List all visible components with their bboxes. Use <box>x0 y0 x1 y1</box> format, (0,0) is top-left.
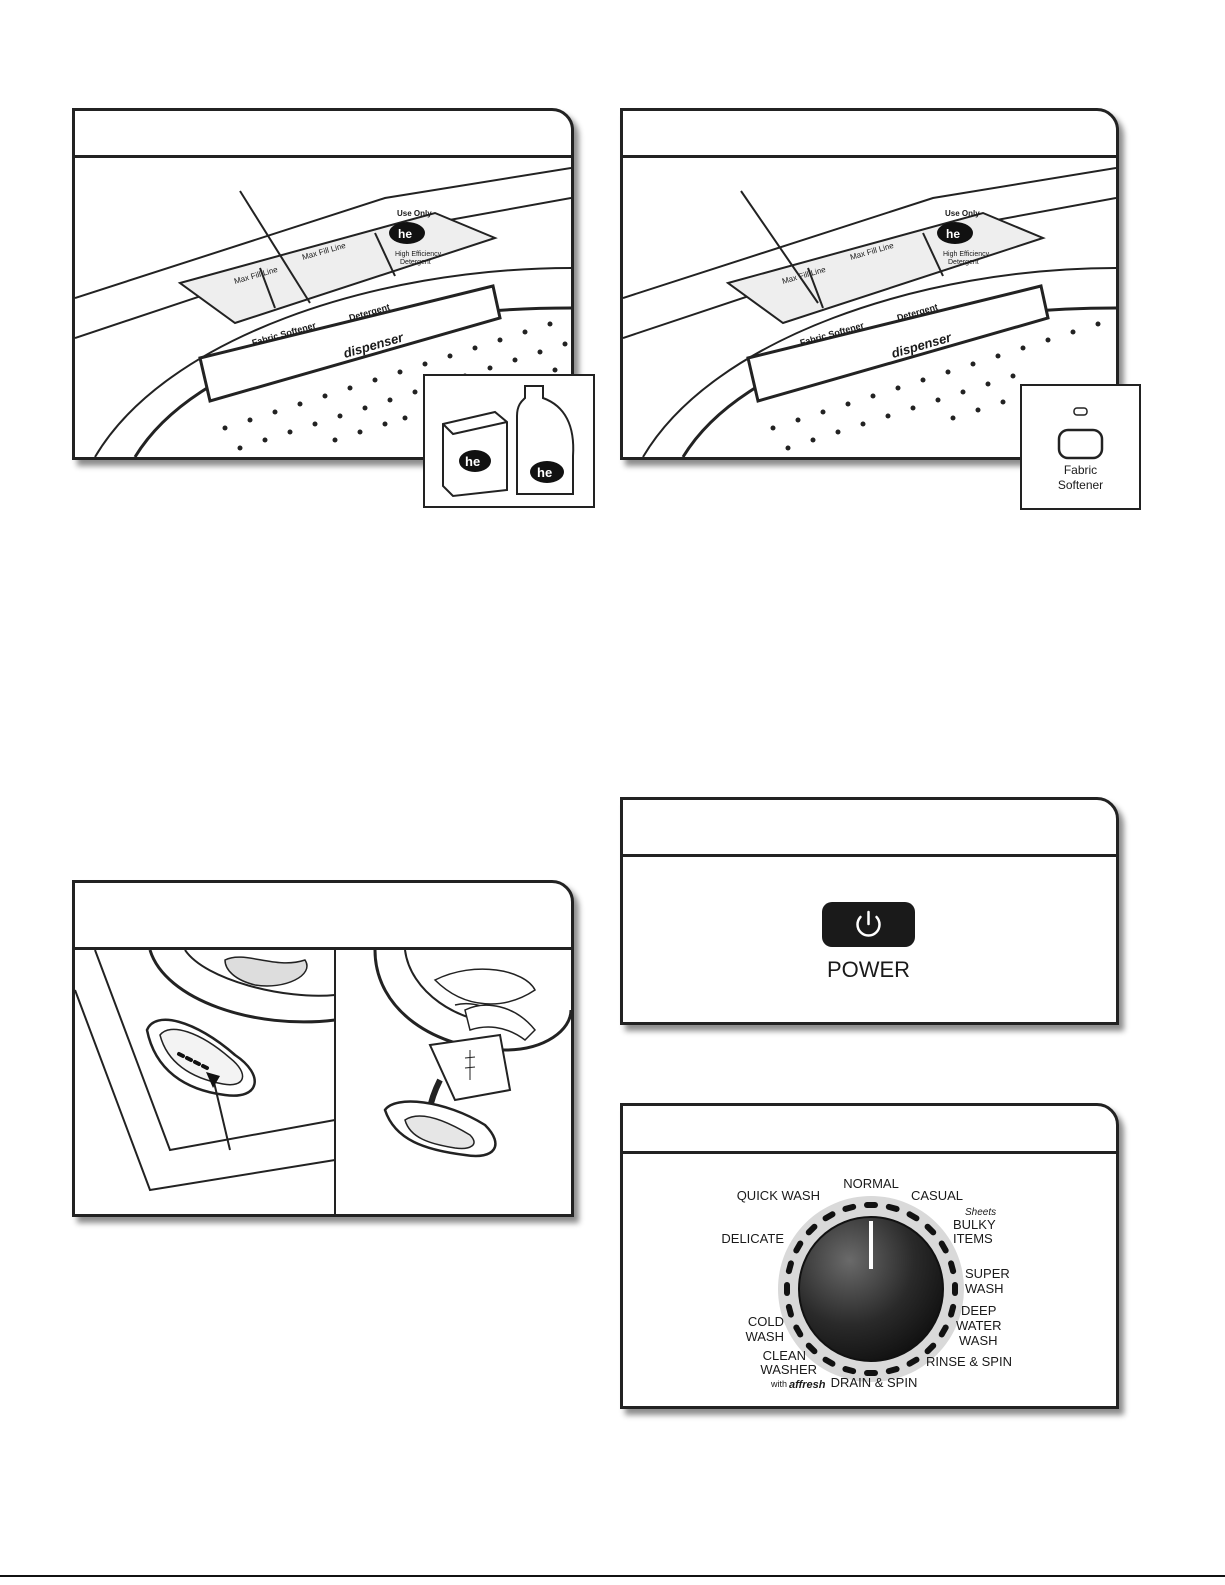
knob-tick <box>864 1202 878 1208</box>
fabric-softener-button[interactable] <box>1059 430 1102 458</box>
he-products-inset: he he <box>423 374 595 508</box>
he-box-logo: he <box>465 454 480 469</box>
panel-header <box>623 111 1116 158</box>
cycle-drain-spin[interactable]: DRAIN & SPIN <box>831 1375 918 1390</box>
page-bottom-rule <box>0 1575 1225 1577</box>
high-efficiency-label: High Efficiency <box>943 251 990 258</box>
cycle-super-wash-2[interactable]: WASH <box>965 1281 1004 1296</box>
affresh-logo: affresh <box>789 1379 826 1391</box>
knob-pointer <box>869 1221 873 1269</box>
cycle-deep-water-3[interactable]: WASH <box>959 1333 998 1348</box>
fabric-softener-label-1: Fabric <box>1064 463 1097 477</box>
panel-header <box>623 800 1116 857</box>
panel-header <box>75 111 571 158</box>
cycle-deep-water-1[interactable]: DEEP <box>961 1303 996 1318</box>
cycle-bulky-items-1[interactable]: BULKY <box>953 1217 996 1232</box>
cycle-cold-wash-2[interactable]: WASH <box>745 1329 784 1344</box>
cycle-delicate[interactable]: DELICATE <box>721 1231 784 1246</box>
cycle-normal[interactable]: NORMAL <box>843 1176 899 1191</box>
power-panel: POWER <box>620 797 1119 1025</box>
he-detergent-label: Detergent <box>948 259 979 266</box>
knob-tick <box>952 1282 958 1296</box>
he-detergent-label: Detergent <box>400 259 431 266</box>
high-efficiency-label: High Efficiency <box>395 251 442 258</box>
power-label: POWER <box>827 957 910 982</box>
cycle-super-wash-1[interactable]: SUPER <box>965 1266 1010 1281</box>
cycle-rinse-spin[interactable]: RINSE & SPIN <box>926 1354 1012 1369</box>
he-logo-text: he <box>398 227 412 241</box>
cycle-clean-washer-with: with <box>770 1379 787 1389</box>
knob-tick <box>784 1282 790 1296</box>
cycle-clean-washer-2[interactable]: WASHER <box>760 1362 817 1377</box>
fill-cup-panel <box>72 880 574 1217</box>
use-only-label: Use Only <box>945 209 980 218</box>
he-bottle-logo: he <box>537 465 552 480</box>
fill-illustration <box>75 950 571 1214</box>
softener-indicator-light <box>1074 408 1087 415</box>
panel-header <box>623 1106 1116 1154</box>
panel-header <box>75 883 571 950</box>
cycle-cold-wash-1[interactable]: COLD <box>748 1314 784 1329</box>
cycle-casual[interactable]: CASUAL <box>911 1188 963 1203</box>
he-logo-text: he <box>946 227 960 241</box>
cycle-deep-water-2[interactable]: WATER <box>956 1318 1002 1333</box>
fabric-softener-inset: Fabric Softener <box>1020 384 1141 510</box>
fabric-softener-label-2: Softener <box>1058 478 1103 492</box>
use-only-label: Use Only <box>397 209 432 218</box>
cycle-quick-wash[interactable]: QUICK WASH <box>737 1188 820 1203</box>
cycle-clean-washer-1[interactable]: CLEAN <box>763 1348 806 1363</box>
cycle-knob-panel: NORMAL CASUAL QUICK WASH Sheets BULKY IT… <box>620 1103 1119 1409</box>
cycle-bulky-items-2[interactable]: ITEMS <box>953 1231 993 1246</box>
